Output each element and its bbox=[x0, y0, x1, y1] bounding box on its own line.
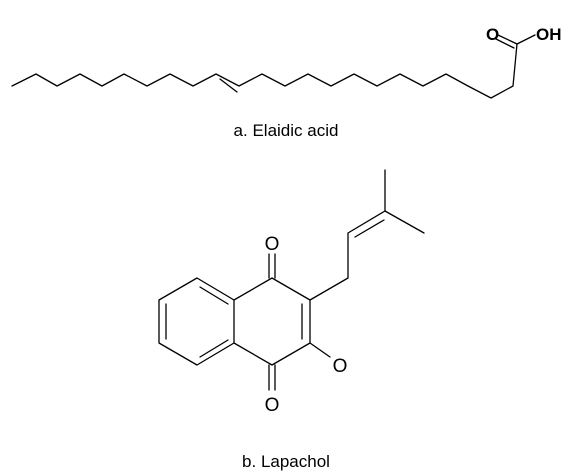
benzene-inner-bond-2 bbox=[199, 339, 229, 358]
lapachol-caption: b. Lapachol bbox=[242, 452, 330, 471]
bottom-oxygen-label: O bbox=[265, 395, 280, 416]
hydroxyl-oxygen-label: O bbox=[333, 356, 348, 377]
elaidic-acid-trans-double-bond bbox=[219, 78, 238, 93]
benzene-inner-bond-3 bbox=[199, 286, 229, 305]
elaidic-acid-structure: O OH bbox=[11, 25, 562, 99]
quinone-ring bbox=[233, 277, 311, 366]
hydroxyl-bond bbox=[516, 34, 536, 45]
prenyl-double-bond-inner bbox=[354, 219, 385, 238]
benzene-ring bbox=[158, 277, 235, 366]
elaidic-acid-caption: a. Elaidic acid bbox=[234, 121, 339, 140]
prenyl-side-chain bbox=[309, 210, 425, 301]
carbonyl-oxygen-label: O bbox=[486, 25, 499, 44]
hydroxyl-label: OH bbox=[536, 25, 562, 44]
top-oxygen-label: O bbox=[265, 234, 280, 255]
carbonyl-double-bond-1 bbox=[497, 34, 518, 45]
lapachol-structure: O O O bbox=[158, 169, 425, 416]
elaidic-acid-skeleton bbox=[11, 43, 518, 99]
hydroxyl-o-bond bbox=[309, 342, 331, 358]
carbonyl-double-bond-2 bbox=[495, 38, 515, 49]
